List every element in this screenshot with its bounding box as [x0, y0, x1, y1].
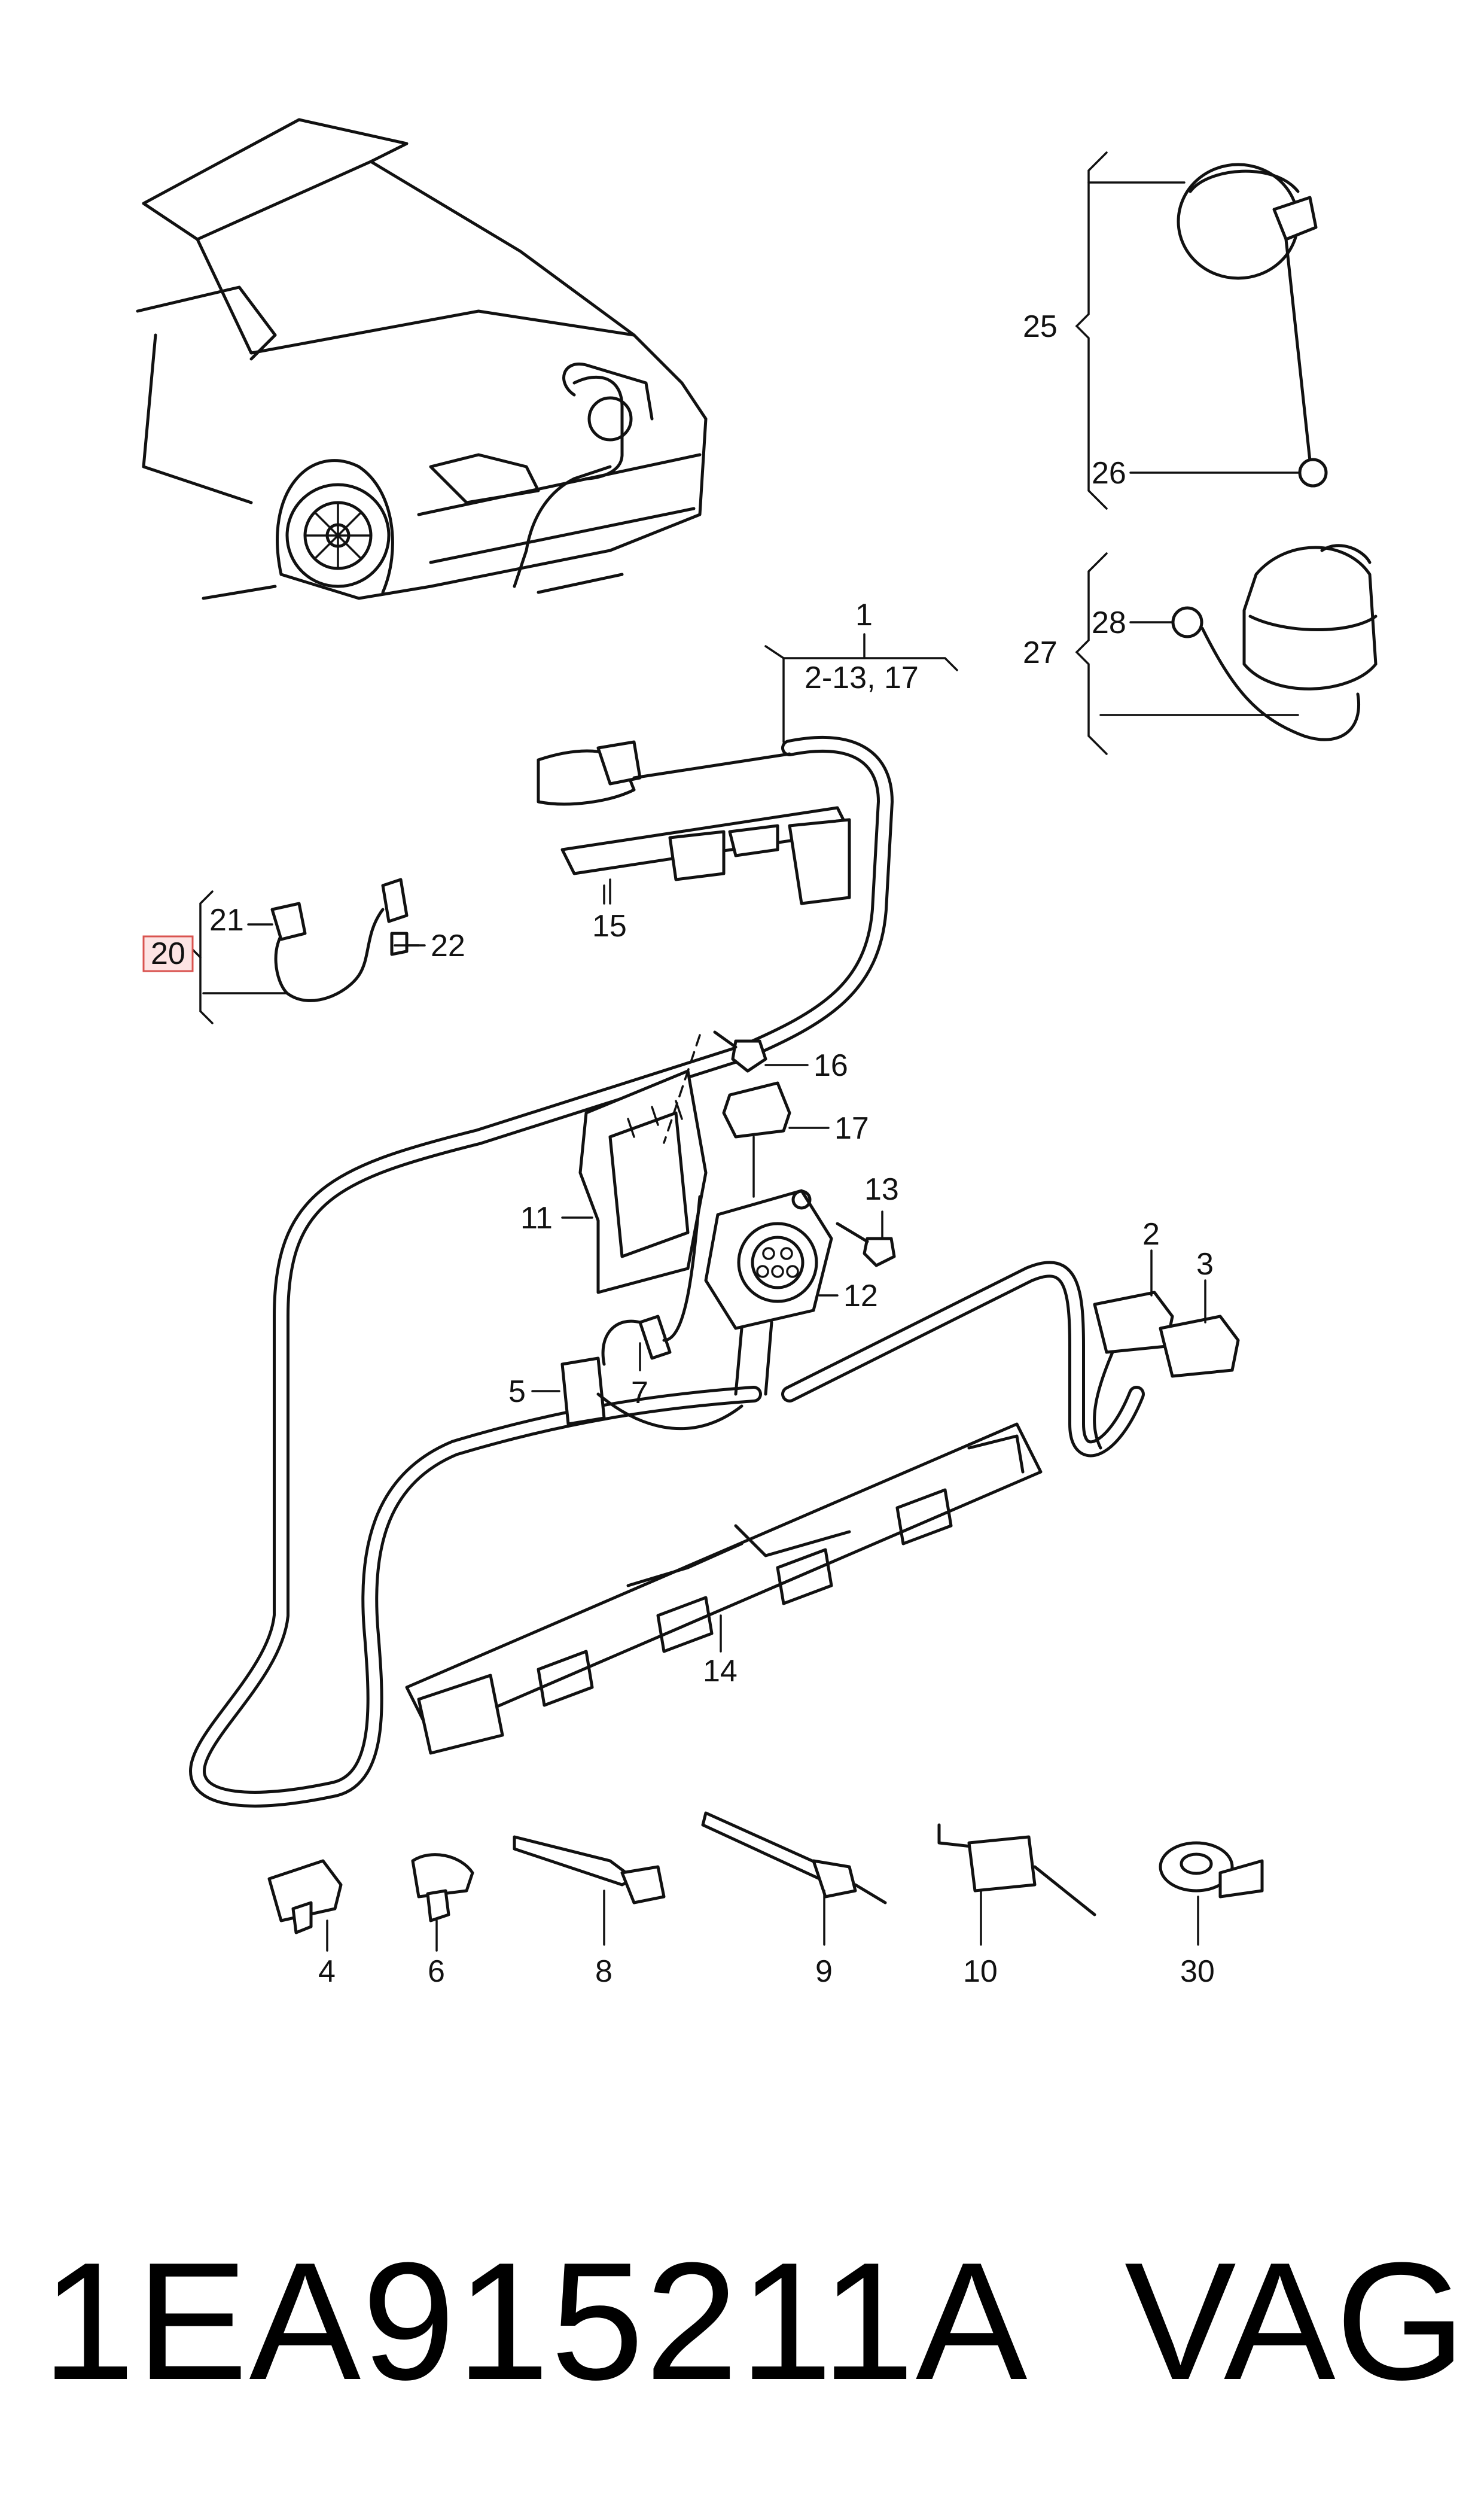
- connector-5-lead-7: [560, 1195, 743, 1431]
- callout-8: 8: [595, 1954, 613, 1989]
- bracket-15: [560, 806, 851, 905]
- parts-diagram: 1 2-13, 17 15 20 21 22 16 17 13 11 12 5 …: [136, 118, 1378, 1989]
- callout-12: 12: [843, 1279, 878, 1313]
- callout-17: 17: [834, 1111, 869, 1146]
- holder-11: [578, 1069, 708, 1294]
- charging-cable-harness: [189, 736, 1145, 1808]
- cable-tie-8: [513, 1835, 666, 1905]
- callout-5: 5: [508, 1374, 526, 1409]
- callout-6: 6: [428, 1954, 445, 1989]
- clip-6: [411, 1853, 474, 1922]
- sensor-lead-20: [270, 878, 420, 1002]
- leader-lines: [190, 151, 1299, 1952]
- callout-2: 2: [1142, 1217, 1160, 1252]
- callout-15: 15: [592, 909, 627, 944]
- vehicle-front-illustration: [136, 118, 708, 600]
- callout-20-highlight: [142, 935, 194, 972]
- callout-30: 30: [1180, 1954, 1215, 1989]
- callout-14: 14: [703, 1654, 738, 1689]
- callout-13: 13: [864, 1172, 899, 1207]
- brand-label: VAG: [1125, 2228, 1466, 2415]
- cap-25: [1177, 163, 1328, 488]
- callout-9: 9: [815, 1954, 833, 1989]
- cable-tie-9: [701, 1811, 887, 1905]
- grommet-30: [1159, 1841, 1264, 1899]
- cable-tie-10: [937, 1823, 1096, 1916]
- callout-4: 4: [318, 1954, 336, 1989]
- charging-socket-12: [704, 1189, 833, 1396]
- sleeves-2-3: [1093, 1291, 1240, 1450]
- callout-10: 10: [963, 1954, 998, 1989]
- callout-27: 27: [1023, 635, 1058, 670]
- callout-16: 16: [813, 1048, 848, 1083]
- screw-16: [663, 1030, 767, 1144]
- callout-7: 7: [631, 1376, 648, 1410]
- callout-21: 21: [209, 903, 244, 938]
- callout-1-range: 2-13, 17: [805, 661, 919, 695]
- actuator-17: [722, 1081, 791, 1198]
- callout-26: 26: [1092, 456, 1126, 491]
- callout-20: 20: [151, 936, 185, 971]
- cap-27: [1171, 544, 1378, 741]
- callout-22: 22: [431, 929, 465, 963]
- callout-labels: 1 2-13, 17 15 20 21 22 16 17 13 11 12 5 …: [151, 309, 1215, 1989]
- callout-1: 1: [855, 598, 873, 632]
- callout-28: 28: [1092, 606, 1126, 640]
- bracket-14: [405, 1422, 1043, 1755]
- screw-13: [791, 1189, 896, 1267]
- part-number: 1EA915211A: [42, 2228, 1029, 2415]
- callout-25: 25: [1023, 309, 1058, 344]
- clip-4: [267, 1859, 343, 1934]
- callout-3: 3: [1196, 1247, 1214, 1282]
- callout-11: 11: [520, 1201, 553, 1236]
